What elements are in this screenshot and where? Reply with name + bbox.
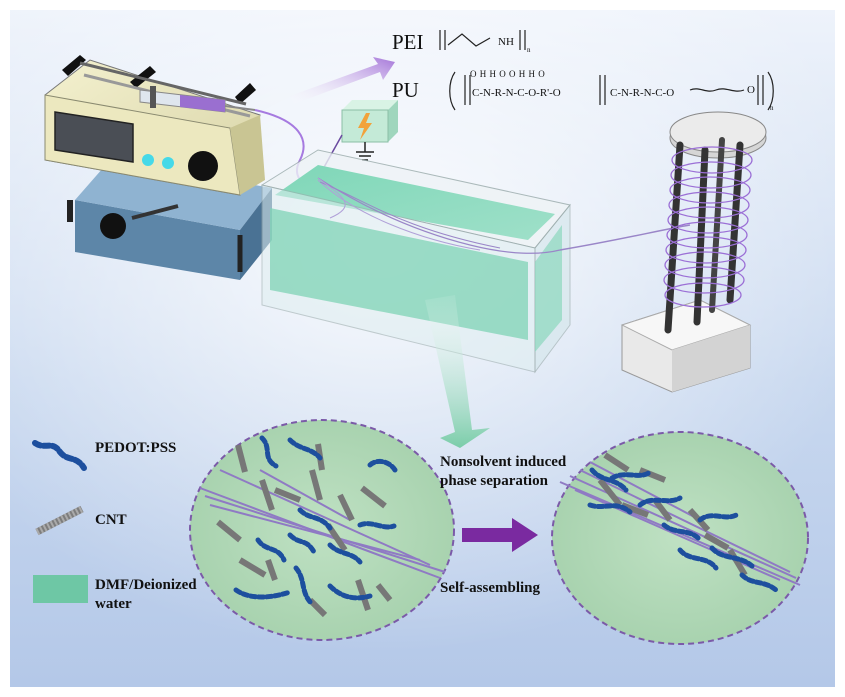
- arrow-down: [425, 295, 490, 448]
- assembled-state-circle: [551, 431, 809, 645]
- legend-pedot-label: PEDOT:PSS: [95, 440, 177, 456]
- water-legend-swatch: [33, 575, 88, 603]
- pu-chain-end: O: [747, 84, 755, 96]
- pu-atoms-row: O H H O O H H O: [470, 69, 546, 79]
- pu-chain-segment-1: C-N-R-N-C-O-R'-O: [472, 87, 561, 99]
- pedot-legend-icon: [32, 440, 87, 471]
- pu-structure: [449, 71, 774, 111]
- legend-cnt-label: CNT: [95, 512, 127, 528]
- dispersed-state-circle: [189, 419, 455, 641]
- fiber-collector: [620, 111, 767, 393]
- self-assembling-label: Self-assembling: [440, 580, 541, 596]
- high-voltage-source: [317, 100, 398, 179]
- pei-subscript: n: [527, 46, 531, 54]
- coagulation-bath: [260, 149, 691, 374]
- self-assembly-arrow: [462, 518, 538, 552]
- pei-structure: [439, 30, 526, 50]
- pei-unit-text: NH: [498, 36, 514, 48]
- lightning-icon: [358, 113, 372, 140]
- syringe-pump: [44, 55, 321, 280]
- legend-water-label: DMF/Deionized water: [95, 577, 197, 612]
- pu-label: PU: [392, 78, 419, 102]
- pei-label: PEI: [392, 30, 424, 54]
- nips-label: Nonsolvent induced phase separation: [440, 454, 567, 489]
- arrow-to-chemistry: [290, 57, 395, 104]
- legend: [32, 440, 88, 603]
- pu-chain-segment-2: C-N-R-N-C-O: [610, 87, 675, 99]
- pu-subscript: n: [770, 104, 774, 112]
